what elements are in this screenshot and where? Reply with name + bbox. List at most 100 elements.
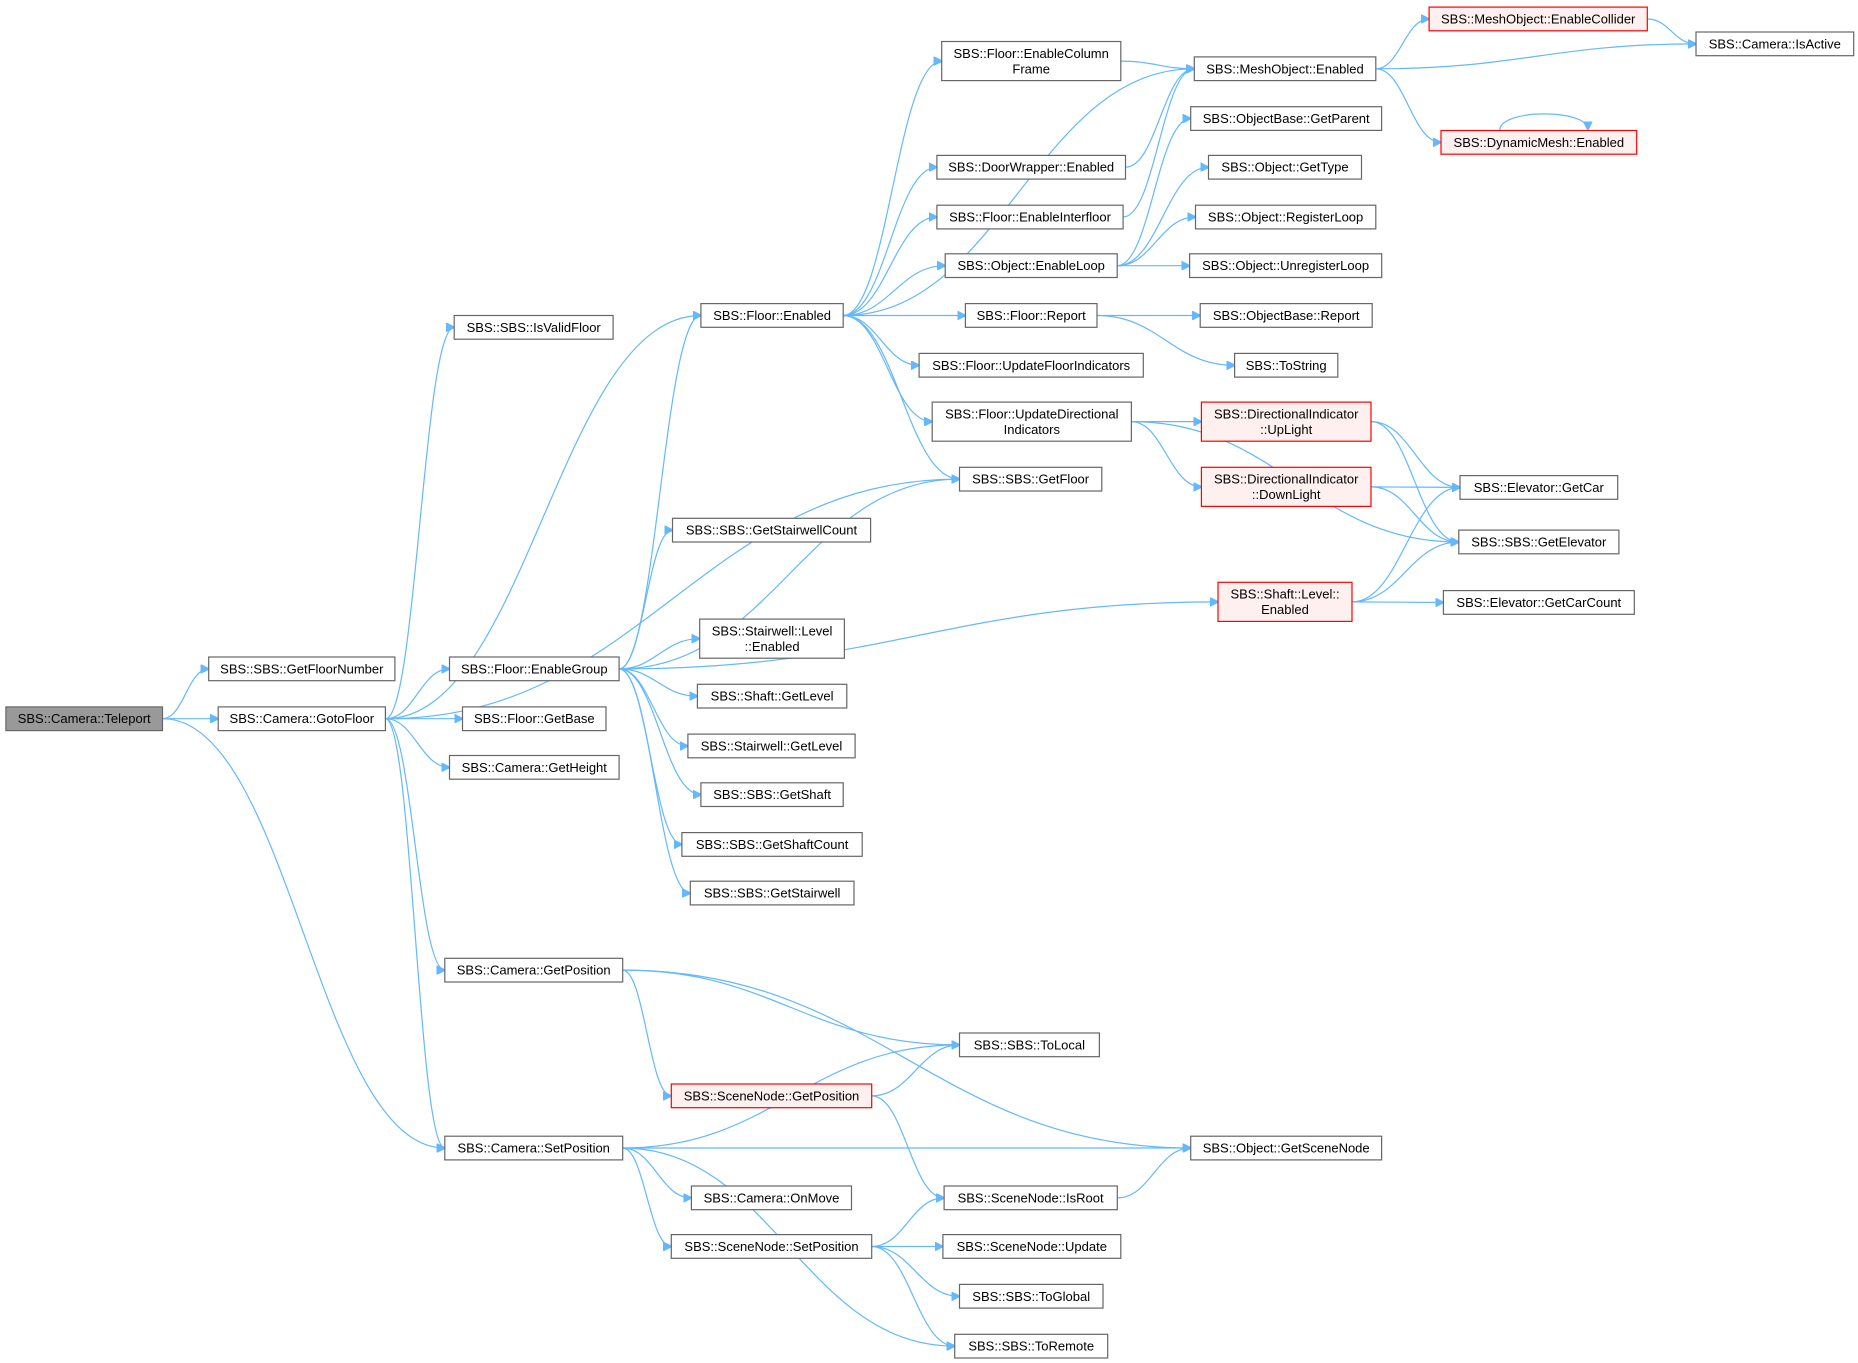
node-box (208, 656, 396, 682)
node-objbasereport[interactable]: SBS::ObjectBase::Report (1199, 303, 1373, 328)
node-label: SBS::Elevator::GetCar (1474, 480, 1605, 495)
node-label: ::UpLight (1260, 422, 1312, 437)
node-label: SBS::Stairwell::Level (712, 623, 833, 638)
edge-enablegroup-to-floorenabled (618, 316, 701, 670)
node-box (670, 1083, 873, 1109)
node-onmove[interactable]: SBS::Camera::OnMove (690, 1185, 853, 1211)
edge-gotofloor-to-floorenabled (385, 316, 701, 720)
edge-meshenabled-to-enablecollider (1375, 19, 1429, 70)
edge-enablecollider-to-isactive (1647, 18, 1696, 44)
node-label: SBS::Shaft::GetLevel (711, 689, 834, 704)
node-scenegetpos[interactable]: SBS::SceneNode::GetPosition (670, 1083, 873, 1109)
edge-enablegroup-to-shaftlevelenabled (619, 602, 1218, 670)
node-label: ::DownLight (1252, 487, 1321, 502)
edge-upddirind-to-downlight (1131, 421, 1201, 487)
node-teleport[interactable]: SBS::Camera::Teleport (5, 706, 164, 732)
edge-floorreport-to-tostring (1096, 314, 1235, 366)
node-gotofloor[interactable]: SBS::Camera::GotoFloor (217, 706, 386, 732)
node-getelevator[interactable]: SBS::SBS::GetElevator (1458, 529, 1620, 555)
node-getcarcount[interactable]: SBS::Elevator::GetCarCount (1442, 589, 1635, 615)
node-updfloorind[interactable]: SBS::Floor::UpdateFloorIndicators (918, 352, 1144, 378)
edge-floorenabled-to-meshenabled (843, 69, 1194, 317)
node-gettype[interactable]: SBS::Object::GetType (1207, 154, 1363, 180)
node-setpos[interactable]: SBS::Camera::SetPosition (444, 1135, 624, 1161)
node-interfloor[interactable]: SBS::Floor::EnableInterfloor (936, 204, 1124, 230)
node-uplight[interactable]: SBS::DirectionalIndicator::UpLight (1200, 401, 1372, 442)
node-box (1233, 352, 1339, 378)
node-getbase[interactable]: SBS::Floor::GetBase (461, 706, 607, 732)
node-enableloop[interactable]: SBS::Object::EnableLoop (944, 253, 1118, 279)
node-isroot[interactable]: SBS::SceneNode::IsRoot (943, 1185, 1118, 1211)
node-box (671, 517, 872, 543)
node-label: SBS::Camera::SetPosition (457, 1141, 609, 1156)
node-stairwellcount[interactable]: SBS::SBS::GetStairwellCount (671, 517, 872, 543)
node-getshaftcount[interactable]: SBS::SBS::GetShaftCount (681, 831, 863, 857)
node-tolocal[interactable]: SBS::SBS::ToLocal (958, 1032, 1100, 1058)
edge-enablegroup-to-getshaft (619, 668, 701, 795)
node-isvalidfloor[interactable]: SBS::SBS::IsValidFloor (453, 314, 614, 340)
edge-setpos-to-scenesetpos (622, 1147, 672, 1247)
node-getparent[interactable]: SBS::ObjectBase::GetParent (1190, 106, 1383, 131)
edge-shaftlevelenabled-to-getelevator (1351, 542, 1459, 603)
node-shaftgetlevel[interactable]: SBS::Shaft::GetLevel (696, 683, 848, 709)
node-box (1458, 529, 1620, 555)
node-getheight[interactable]: SBS::Camera::GetHeight (448, 754, 620, 780)
node-downlight[interactable]: SBS::DirectionalIndicator::DownLight (1200, 466, 1372, 507)
node-box (958, 1032, 1100, 1058)
node-getfloor[interactable]: SBS::SBS::GetFloor (958, 466, 1103, 492)
node-doorwrapper[interactable]: SBS::DoorWrapper::Enabled (936, 154, 1127, 180)
node-toglobal[interactable]: SBS::SBS::ToGlobal (958, 1283, 1104, 1309)
node-label: SBS::SBS::GetShaftCount (696, 837, 849, 852)
node-box (1188, 253, 1383, 279)
node-box (1428, 6, 1648, 32)
node-label: SBS::Object::GetSceneNode (1203, 1141, 1370, 1156)
node-label: SBS::SceneNode::Update (957, 1239, 1107, 1254)
node-box (1217, 581, 1353, 622)
node-label: SBS::SBS::GetElevator (1471, 535, 1607, 550)
node-label: SBS::Floor::UpdateFloorIndicators (932, 358, 1130, 373)
node-label: SBS::Floor::Enabled (713, 308, 831, 323)
node-toremote[interactable]: SBS::SBS::ToRemote (954, 1333, 1109, 1359)
node-campos[interactable]: SBS::Camera::GetPosition (444, 957, 624, 983)
node-box (1440, 129, 1638, 155)
node-getcar[interactable]: SBS::Elevator::GetCar (1459, 475, 1619, 500)
node-label: SBS::Object::RegisterLoop (1208, 210, 1363, 225)
edge-campos-to-tolocal (622, 969, 960, 1045)
node-label: SBS::SBS::GetFloorNumber (220, 661, 384, 676)
node-getscenenode[interactable]: SBS::Object::GetSceneNode (1190, 1135, 1383, 1161)
node-box (943, 1185, 1118, 1211)
node-box (681, 831, 863, 857)
node-getshaft[interactable]: SBS::SBS::GetShaft (700, 782, 844, 808)
edge-colframe-to-meshenabled (1120, 60, 1195, 69)
node-shaftlevelenabled[interactable]: SBS::Shaft::Level::Enabled (1217, 581, 1353, 622)
node-box (942, 1233, 1122, 1259)
node-floorenabled[interactable]: SBS::Floor::Enabled (700, 303, 844, 328)
node-registerloop[interactable]: SBS::Object::RegisterLoop (1194, 204, 1377, 230)
node-floorreport[interactable]: SBS::Floor::Report (964, 303, 1098, 328)
node-box (936, 154, 1127, 180)
edge-scenegetpos-to-isroot (871, 1095, 944, 1198)
node-dynmesh[interactable]: SBS::DynamicMesh::Enabled (1440, 129, 1638, 155)
node-enablecollider[interactable]: SBS::MeshObject::EnableCollider (1428, 6, 1648, 32)
node-label: SBS::Floor::EnableColumn (954, 46, 1109, 61)
node-scenesetpos[interactable]: SBS::SceneNode::SetPosition (670, 1233, 873, 1259)
edge-floorenabled-to-getfloor (843, 314, 959, 480)
node-label: ::Enabled (745, 639, 800, 654)
node-meshenabled[interactable]: SBS::MeshObject::Enabled (1193, 56, 1377, 82)
node-isactive[interactable]: SBS::Camera::IsActive (1695, 31, 1855, 57)
node-label: SBS::Object::UnregisterLoop (1202, 258, 1369, 273)
node-getstairwell[interactable]: SBS::SBS::GetStairwell (689, 880, 855, 906)
edge-enablegroup-to-stairgetlevel (619, 668, 688, 746)
node-box (696, 683, 848, 709)
node-unregisterloop[interactable]: SBS::Object::UnregisterLoop (1188, 253, 1383, 279)
node-label: SBS::DoorWrapper::Enabled (948, 160, 1114, 175)
node-tostring[interactable]: SBS::ToString (1233, 352, 1339, 378)
node-sceneupdate[interactable]: SBS::SceneNode::Update (942, 1233, 1122, 1259)
node-stairlevelenabled[interactable]: SBS::Stairwell::Level::Enabled (699, 618, 846, 659)
node-getfloornumber[interactable]: SBS::SBS::GetFloorNumber (208, 656, 396, 682)
node-stairgetlevel[interactable]: SBS::Stairwell::GetLevel (687, 733, 856, 759)
node-box (954, 1333, 1109, 1359)
node-enablegroup[interactable]: SBS::Floor::EnableGroup (448, 656, 620, 682)
